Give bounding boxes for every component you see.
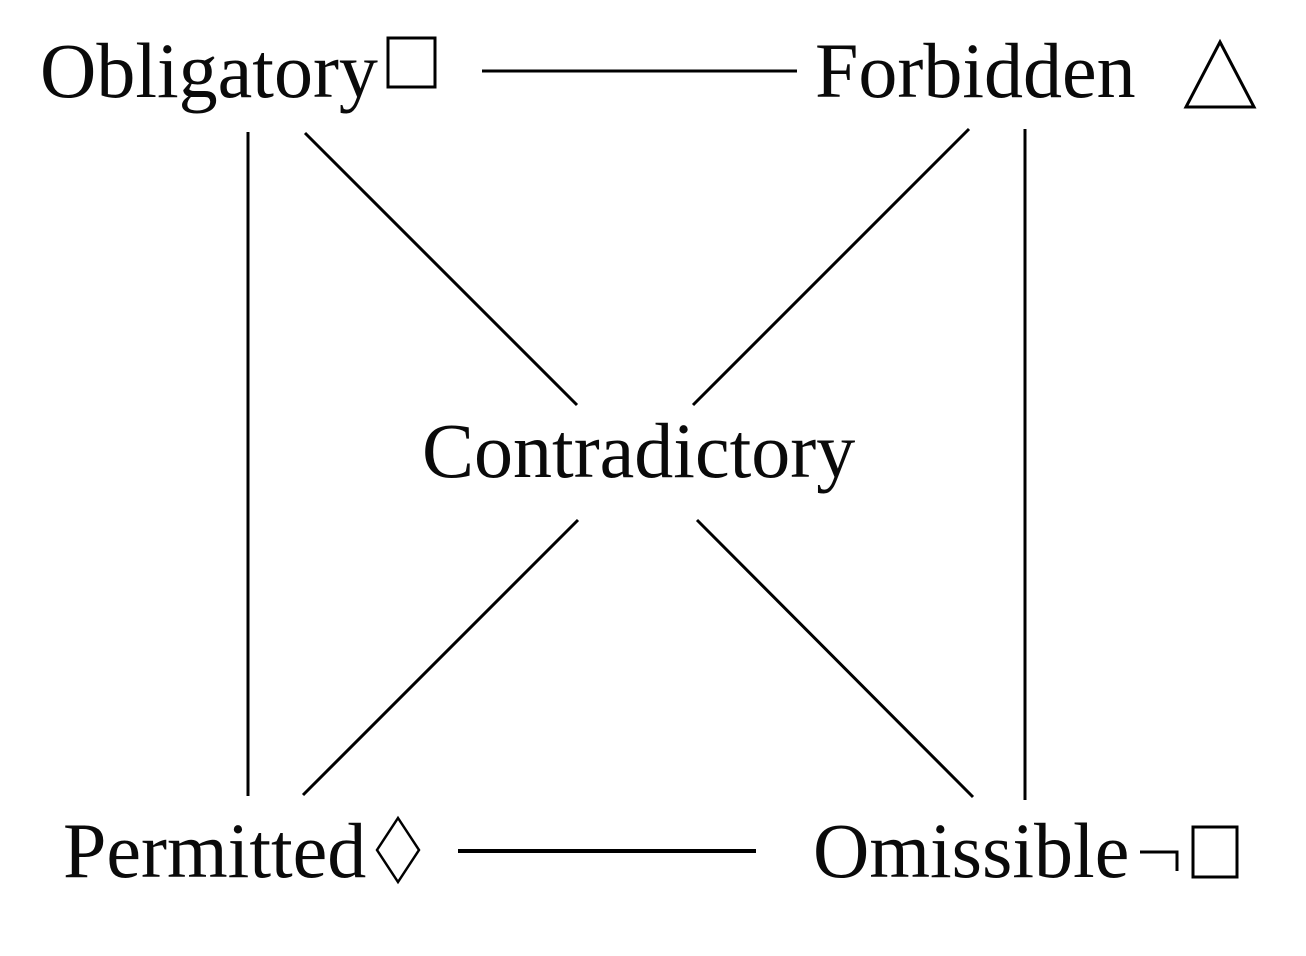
diagonal-obligatory-to-center-segment — [303, 131, 579, 407]
node-omissible-label: Omissible — [813, 807, 1130, 894]
node-forbidden-label: Forbidden — [815, 27, 1136, 114]
node-permitted-label: Permitted — [63, 807, 367, 894]
node-obligatory-label: Obligatory — [40, 27, 378, 114]
diagonal-center-to-permitted-segment — [301, 518, 580, 797]
diagonal-center-to-omissible-segment — [695, 518, 975, 799]
diagonal-forbidden-to-center-segment — [691, 127, 971, 407]
not-sign-icon — [1140, 850, 1179, 871]
lozenge-icon — [375, 815, 421, 885]
white-square-negated-icon — [1191, 825, 1239, 879]
white-triangle-icon — [1183, 38, 1257, 109]
white-square-icon — [386, 36, 437, 89]
center-contradictory-label: Contradictory — [422, 407, 856, 494]
